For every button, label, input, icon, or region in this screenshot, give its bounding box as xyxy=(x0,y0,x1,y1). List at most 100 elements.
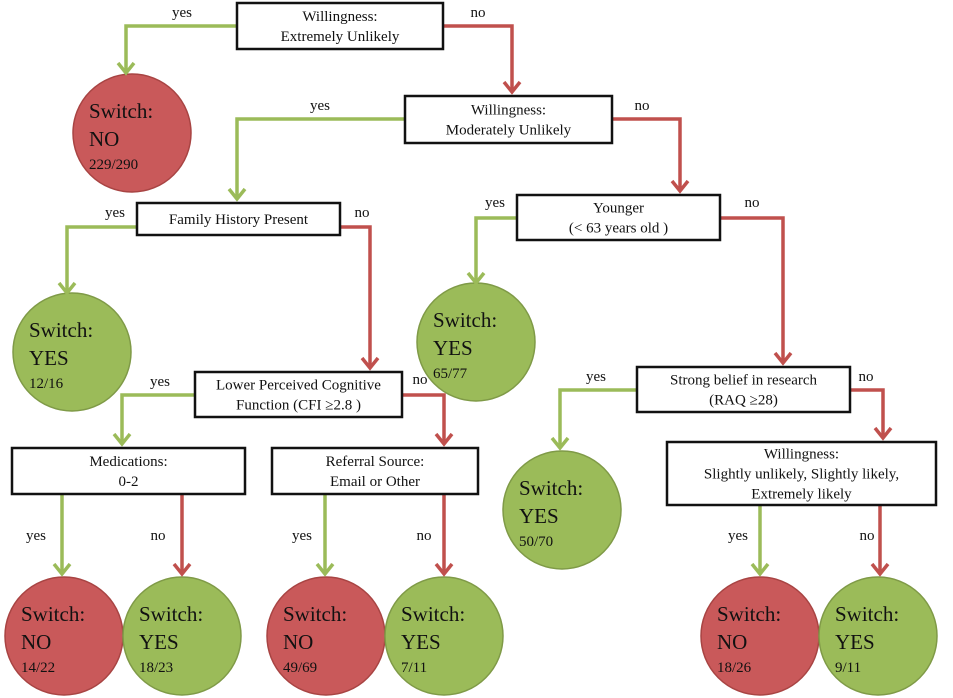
leaf-count: 14/22 xyxy=(21,660,55,676)
leaf-count: 229/290 xyxy=(89,157,138,173)
leaf-node-c4: Switch: YES 50/70 xyxy=(502,450,622,570)
edge-yes-line xyxy=(558,388,637,448)
leaf-count: 18/26 xyxy=(717,660,752,676)
edge-label-yes: yes xyxy=(310,98,330,114)
decision-box-b7 xyxy=(270,446,480,496)
leaf-outcome: NO xyxy=(283,630,313,654)
arrowhead-icon xyxy=(466,271,486,286)
edge-label-no: no xyxy=(860,528,875,544)
leaf-title: Switch: xyxy=(283,602,347,626)
leaf-node-c9: Switch: NO 18/26 xyxy=(700,576,820,696)
leaf-count: 50/70 xyxy=(519,534,553,550)
leaf-node-c7: Switch: NO 49/69 xyxy=(266,576,386,696)
decision-box-b8 xyxy=(635,365,852,414)
arrowhead-icon xyxy=(57,281,77,296)
leaf-outcome: YES xyxy=(139,630,179,654)
edge-label-no: no xyxy=(151,528,166,544)
edge-label-yes: yes xyxy=(292,528,312,544)
decision-box-b5 xyxy=(193,370,404,419)
arrowhead-icon xyxy=(670,179,690,194)
leaf-node-c3: Switch: YES 65/77 xyxy=(416,282,536,402)
decision-text: Willingness: xyxy=(764,447,839,463)
arrowhead-icon xyxy=(112,432,132,447)
edge-label-yes: yes xyxy=(150,374,170,390)
decision-text: Moderately Unlikely xyxy=(446,123,572,139)
decision-box-b2 xyxy=(403,94,614,145)
leaf-title: Switch: xyxy=(519,476,583,500)
leaf-count: 18/23 xyxy=(139,660,173,676)
edge-label-yes: yes xyxy=(485,195,505,211)
arrowhead-icon xyxy=(434,562,454,577)
leaf-outcome: NO xyxy=(717,630,747,654)
decision-text: Email or Other xyxy=(330,474,420,490)
arrowhead-icon xyxy=(873,426,893,441)
decision-text: Extremely likely xyxy=(751,487,852,503)
decision-text: Family History Present xyxy=(169,212,309,228)
edge-no-line xyxy=(443,24,514,92)
edge-label-no: no xyxy=(635,98,650,114)
decision-box-b4 xyxy=(515,193,722,242)
edge-label-no: no xyxy=(471,5,486,21)
leaf-node-c5: Switch: NO 14/22 xyxy=(4,576,124,696)
leaf-circle xyxy=(72,73,192,193)
leaf-title: Switch: xyxy=(89,99,153,123)
arrowhead-icon xyxy=(550,436,570,451)
leaf-circle xyxy=(12,292,132,412)
leaf-outcome: YES xyxy=(433,336,473,360)
leaf-circle xyxy=(384,576,504,696)
arrowhead-icon xyxy=(360,356,380,371)
edge-no-line xyxy=(720,216,785,363)
decision-box-b9 xyxy=(665,440,938,507)
edge-no-line xyxy=(612,117,682,191)
arrowhead-icon xyxy=(315,562,335,577)
arrowhead-icon xyxy=(502,80,522,95)
arrowhead-icon xyxy=(870,562,890,577)
leaf-circle xyxy=(502,450,622,570)
edge-yes-line xyxy=(120,393,195,444)
edge-yes-line xyxy=(124,24,237,73)
decision-text: Lower Perceived Cognitive xyxy=(216,378,381,394)
arrowhead-icon xyxy=(227,187,247,202)
decision-text: Slightly unlikely, Slightly likely, xyxy=(704,467,899,483)
arrowhead-icon xyxy=(773,351,793,366)
decision-text: Medications: xyxy=(89,454,167,470)
edge-yes-line xyxy=(65,225,137,293)
arrowhead-icon xyxy=(172,562,192,577)
leaf-count: 12/16 xyxy=(29,376,64,392)
leaf-outcome: NO xyxy=(21,630,51,654)
edge-label-yes: yes xyxy=(172,5,192,21)
decision-text: 0-2 xyxy=(119,474,139,490)
leaf-outcome: YES xyxy=(29,346,69,370)
edge-yes-line xyxy=(235,117,405,199)
leaf-title: Switch: xyxy=(433,308,497,332)
arrowhead-icon xyxy=(434,432,454,447)
edge-no-line xyxy=(850,388,885,438)
leaf-count: 9/11 xyxy=(835,660,861,676)
edge-label-yes: yes xyxy=(728,528,748,544)
decision-box-b3 xyxy=(135,201,342,237)
leaf-title: Switch: xyxy=(401,602,465,626)
arrowhead-icon xyxy=(750,562,770,577)
leaf-title: Switch: xyxy=(717,602,781,626)
leaf-title: Switch: xyxy=(21,602,85,626)
edge-yes-line xyxy=(474,216,517,283)
edge-label-no: no xyxy=(417,528,432,544)
leaf-outcome: YES xyxy=(519,504,559,528)
decision-text: Younger xyxy=(593,201,644,217)
edge-no-line xyxy=(402,393,446,444)
edge-label-yes: yes xyxy=(586,369,606,385)
arrowhead-icon xyxy=(116,61,136,76)
leaf-outcome: NO xyxy=(89,127,119,151)
decision-box-b1 xyxy=(235,1,445,51)
decision-text: Extremely Unlikely xyxy=(281,29,400,45)
edge-label-no: no xyxy=(355,205,370,221)
leaf-title: Switch: xyxy=(139,602,203,626)
arrowhead-icon xyxy=(52,562,72,577)
leaf-title: Switch: xyxy=(835,602,899,626)
leaf-node-c1: Switch: NO 229/290 xyxy=(72,73,192,193)
leaf-count: 65/77 xyxy=(433,366,468,382)
leaf-count: 49/69 xyxy=(283,660,317,676)
